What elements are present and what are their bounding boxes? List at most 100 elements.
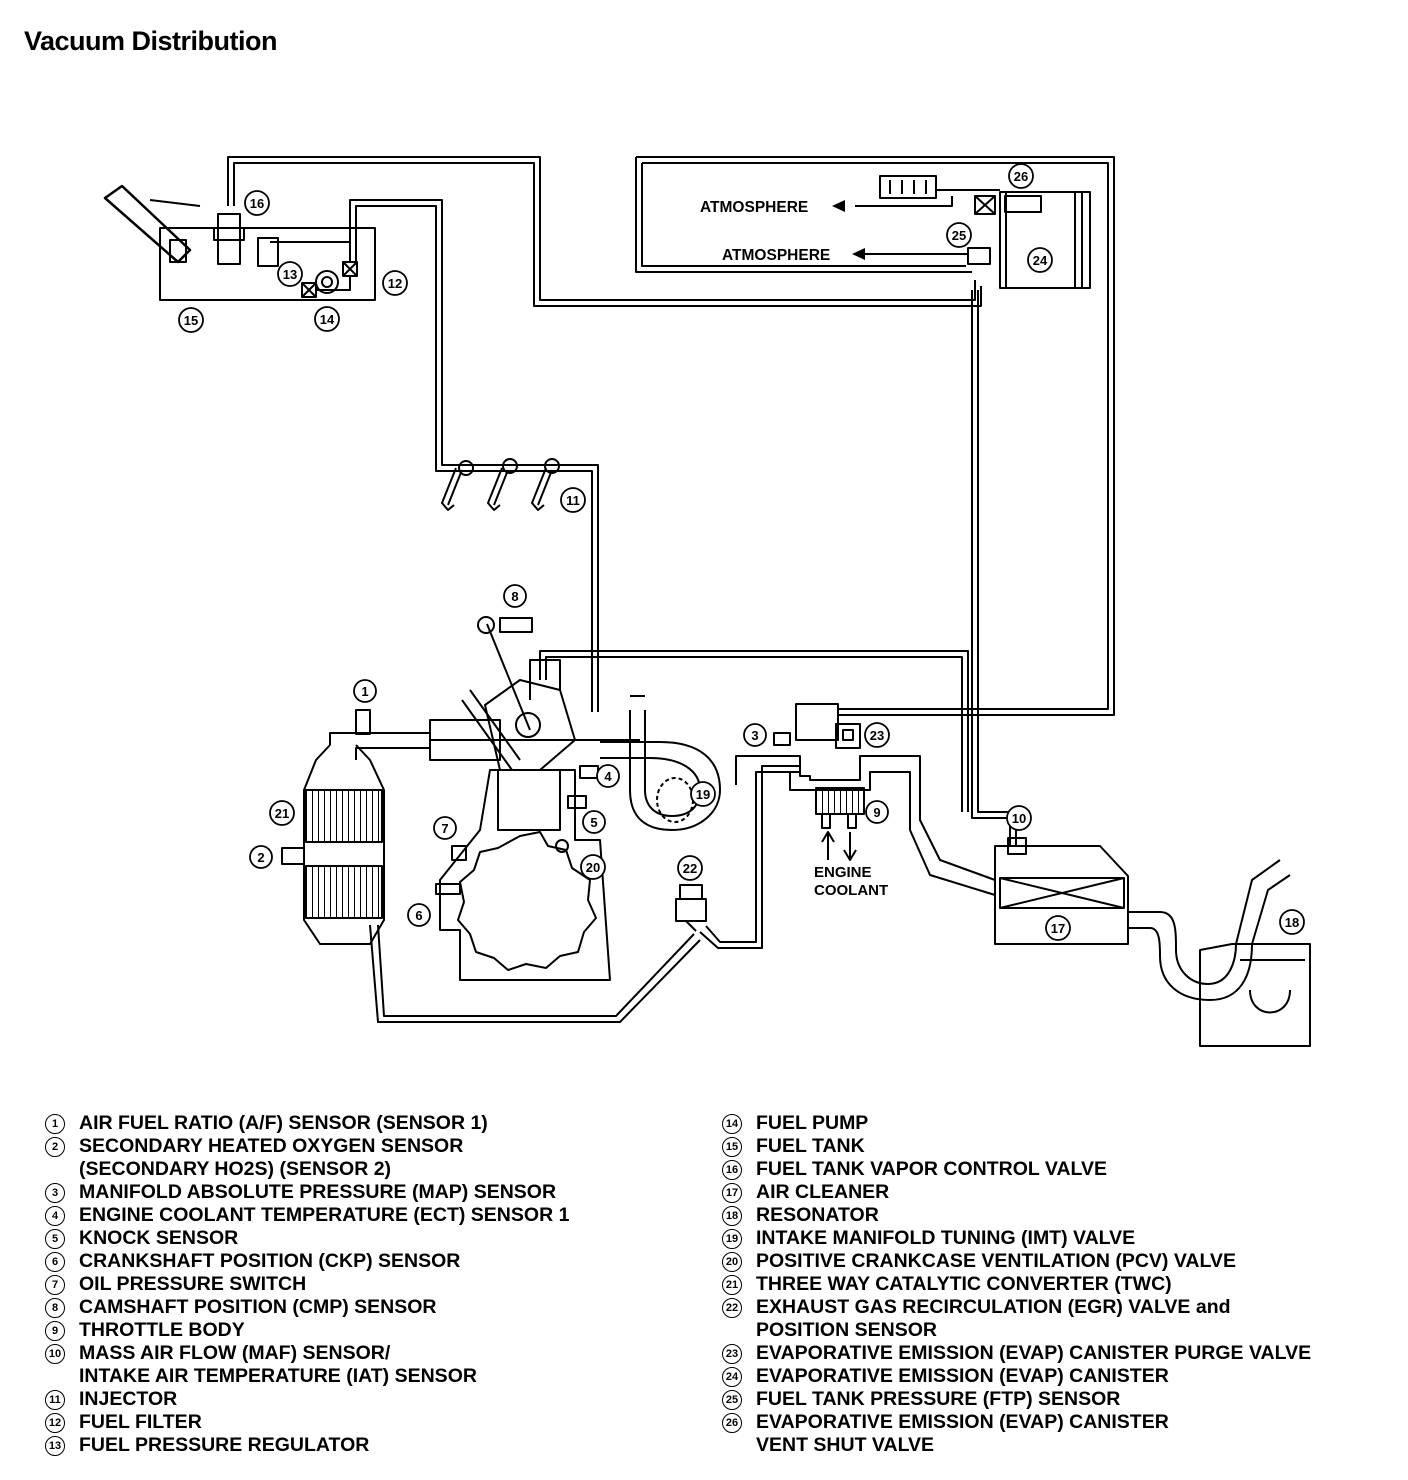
- legend-text: EVAPORATIVE EMISSION (EVAP) CANISTER: [756, 1365, 1169, 1387]
- legend-text: THREE WAY CATALYTIC CONVERTER (TWC): [756, 1273, 1172, 1295]
- callout-13: 13: [277, 261, 303, 287]
- callout-21: 21: [269, 800, 295, 826]
- atmosphere-label-bottom: ATMOSPHERE: [722, 247, 830, 264]
- legend-text: FUEL FILTER: [79, 1411, 202, 1433]
- callout-22-label: 22: [683, 861, 697, 876]
- legend-number: 21: [722, 1275, 742, 1295]
- legend-text: FUEL PRESSURE REGULATOR: [79, 1434, 370, 1456]
- legend-text: EVAPORATIVE EMISSION (EVAP) CANISTER PUR…: [756, 1342, 1312, 1364]
- legend-number: 4: [45, 1206, 65, 1226]
- callout-9: 9: [865, 800, 889, 824]
- callout-24-label: 24: [1033, 253, 1048, 268]
- legend-text: VENT SHUT VALVE: [756, 1434, 935, 1456]
- legend-text: AIR FUEL RATIO (A/F) SENSOR (SENSOR 1): [79, 1112, 488, 1134]
- ect-sensor: [579, 765, 599, 779]
- engine-coolant-label-line2: COOLANT: [814, 882, 888, 899]
- callout-11: 11: [560, 487, 586, 513]
- legend-number: 26: [722, 1413, 742, 1433]
- callout-6: 6: [407, 903, 431, 927]
- callout-17: 17: [1045, 915, 1071, 941]
- legend-number: 22: [722, 1298, 742, 1318]
- legend-number: 13: [45, 1436, 65, 1456]
- legend-number: 17: [722, 1183, 742, 1203]
- callout-18-label: 18: [1285, 915, 1299, 930]
- pcv-valve: [555, 839, 569, 853]
- legend-number: 14: [722, 1114, 742, 1134]
- callout-5: 5: [582, 810, 606, 834]
- callout-17-label: 17: [1051, 921, 1065, 936]
- callout-10-label: 10: [1012, 811, 1026, 826]
- resonator: [1128, 859, 1311, 1047]
- legend-number: 23: [722, 1344, 742, 1364]
- legend-number: 9: [45, 1321, 65, 1341]
- engine-coolant-label-line1: ENGINE: [814, 864, 872, 881]
- callout-4: 4: [596, 764, 620, 788]
- legend-number: 5: [45, 1229, 65, 1249]
- callout-11-label: 11: [566, 493, 580, 508]
- callout-9-label: 9: [873, 805, 880, 820]
- intake-manifold: [600, 695, 721, 831]
- callout-15-label: 15: [184, 313, 198, 328]
- legend-number: 2: [45, 1137, 65, 1157]
- legend-number: 8: [45, 1298, 65, 1318]
- crankshaft-gear: [457, 831, 597, 971]
- vapor-control-valve: [213, 213, 245, 265]
- legend-text: THROTTLE BODY: [79, 1319, 245, 1341]
- callout-14: 14: [314, 306, 340, 332]
- legend-text: FUEL TANK PRESSURE (FTP) SENSOR: [756, 1388, 1121, 1410]
- atmosphere-label-top: ATMOSPHERE: [700, 199, 808, 216]
- legend-number: 15: [722, 1137, 742, 1157]
- legend-item: 22 EXHAUST GAS RECIRCULATION (EGR) VALVE …: [722, 1296, 1311, 1319]
- legend-item: 21 THREE WAY CATALYTIC CONVERTER (TWC): [722, 1273, 1311, 1296]
- legend-number: 12: [45, 1413, 65, 1433]
- legend-number: 10: [45, 1344, 65, 1364]
- legend-text: INTAKE AIR TEMPERATURE (IAT) SENSOR: [79, 1365, 477, 1387]
- callout-23: 23: [864, 722, 890, 748]
- callouts: 1 2 3 4 5 6 7 8 9 10 11 12 13 14 15 16 1…: [178, 163, 1305, 941]
- throttle-body-assembly: [760, 703, 996, 896]
- legend-text: CAMSHAFT POSITION (CMP) SENSOR: [79, 1296, 437, 1318]
- callout-18: 18: [1279, 909, 1305, 935]
- egr-valve: [675, 884, 707, 932]
- legend-item: 23 EVAPORATIVE EMISSION (EVAP) CANISTER P…: [722, 1342, 1311, 1365]
- callout-24: 24: [1027, 247, 1053, 273]
- legend-item: POSITION SENSOR: [722, 1319, 1311, 1342]
- legend-text: MASS AIR FLOW (MAF) SENSOR/: [79, 1342, 391, 1364]
- cmp-sensor: [477, 616, 533, 731]
- legend-number: 24: [722, 1367, 742, 1387]
- callout-2-label: 2: [257, 850, 264, 865]
- callout-1-label: 1: [361, 684, 368, 699]
- legend-item: 8 CAMSHAFT POSITION (CMP) SENSOR: [45, 1296, 569, 1319]
- legend-text: EXHAUST GAS RECIRCULATION (EGR) VALVE an…: [756, 1296, 1231, 1318]
- legend-number: 19: [722, 1229, 742, 1249]
- secondary-ho2s: [281, 847, 305, 865]
- vacuum-distribution-diagram: ATMOSPHERE ATMOSPHERE ENGINE COOLANT 1 2…: [103, 156, 1311, 1047]
- callout-22: 22: [677, 855, 703, 881]
- legend-number: 1: [45, 1114, 65, 1134]
- fuel-pump-assembly: [257, 237, 358, 298]
- callout-7-label: 7: [441, 821, 448, 836]
- af-sensor: [355, 709, 371, 735]
- callout-16: 16: [244, 190, 270, 216]
- legend-text: POSITIVE CRANKCASE VENTILATION (PCV) VAL…: [756, 1250, 1236, 1272]
- callout-15: 15: [178, 307, 204, 333]
- legend-item: 9 THROTTLE BODY: [45, 1319, 569, 1342]
- fuel-tank: [103, 184, 376, 301]
- catalytic-converter: [303, 744, 385, 945]
- legend-text: ENGINE COOLANT TEMPERATURE (ECT) SENSOR …: [79, 1204, 570, 1226]
- legend-text: CRANKSHAFT POSITION (CKP) SENSOR: [79, 1250, 461, 1272]
- legend-number: 7: [45, 1275, 65, 1295]
- callout-4-label: 4: [604, 769, 612, 784]
- legend-text: FUEL TANK VAPOR CONTROL VALVE: [756, 1158, 1108, 1180]
